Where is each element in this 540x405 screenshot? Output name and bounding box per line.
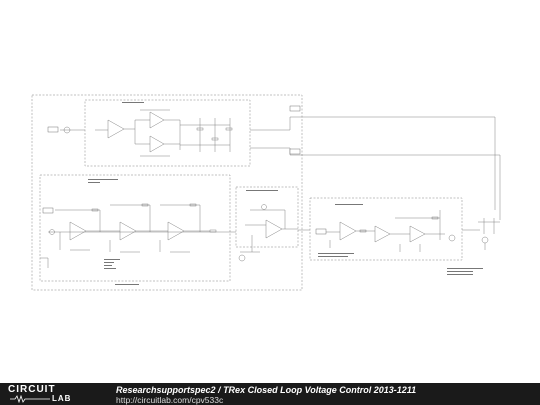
port-top-right-1	[289, 105, 301, 112]
signal-wire-main	[48, 229, 480, 233]
summing-node-left	[63, 126, 71, 134]
circuit-url[interactable]: http://circuitlab.com/cpv533c	[116, 395, 224, 405]
port-filter-in	[42, 207, 54, 214]
opamp-right-3	[409, 225, 426, 243]
schematic-canvas	[31, 94, 501, 291]
circuit-title: Researchsupportspec2 / TRex Closed Loop …	[116, 385, 416, 395]
logo-top-text: CIRCUIT	[8, 384, 56, 395]
opamp-filter-2	[119, 221, 137, 241]
title-separator: /	[215, 385, 224, 395]
right-module-box	[309, 197, 463, 261]
summing-node-filter	[49, 229, 55, 235]
source-load	[481, 236, 489, 244]
port-right-in	[315, 228, 327, 235]
circuit-name: TRex Closed Loop Voltage Control 2013-12…	[223, 385, 417, 395]
opamp-top-3	[149, 135, 165, 153]
author-name[interactable]: Researchsupportspec2	[116, 385, 216, 395]
opamp-right-1	[339, 221, 357, 241]
outer-loop-box	[31, 94, 303, 291]
opamp-filter-3	[167, 221, 185, 241]
feedback-wire-right	[300, 116, 496, 210]
opamp-top-2	[149, 111, 165, 129]
opamp-amplifier	[265, 219, 283, 239]
port-top-right-2	[289, 148, 301, 155]
filter-module-box	[39, 174, 231, 282]
logo-wave-icon	[10, 395, 50, 403]
source-right	[448, 234, 456, 242]
amplifier-module-box	[235, 186, 299, 248]
footer-bar: CIRCUIT LAB Researchsupportspec2 / TRex …	[0, 383, 540, 405]
opamp-top-1	[107, 119, 125, 139]
opamp-right-2	[374, 225, 391, 243]
circuitlab-logo: CIRCUIT LAB	[8, 385, 92, 403]
top-module-box	[84, 99, 251, 167]
feedback-wire-middle	[250, 147, 501, 220]
source-amplifier	[238, 254, 246, 262]
signal-wire-bottom	[40, 257, 49, 268]
opamp-filter-1	[69, 221, 87, 241]
port-left-top	[47, 126, 59, 133]
logo-bottom-text: LAB	[52, 394, 72, 403]
